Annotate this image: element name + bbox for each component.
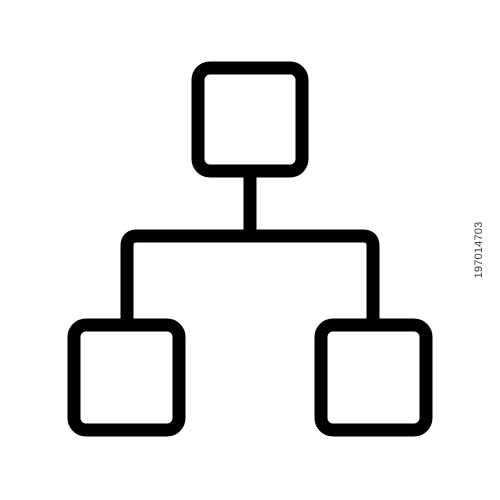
bottom-left-node-box	[67, 318, 186, 437]
stock-image-id: 197014703	[473, 221, 485, 279]
top-node-box	[191, 61, 309, 178]
bottom-right-node-box	[314, 318, 433, 437]
connector-branch	[120, 229, 380, 332]
